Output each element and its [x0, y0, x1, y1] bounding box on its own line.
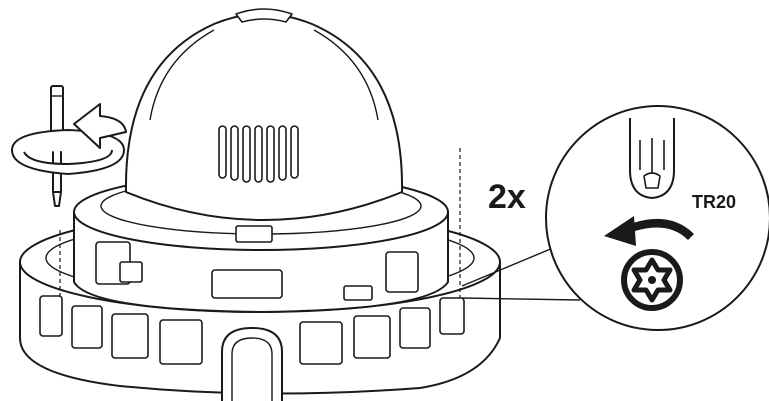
- cable-conduit-inner: [231, 337, 273, 401]
- base-ring-panels: [39, 295, 465, 365]
- callout-circle: [545, 105, 769, 331]
- dome-seam-right: [313, 29, 379, 121]
- housing-details: [95, 225, 419, 301]
- screw-count-label: 2x: [488, 178, 526, 216]
- dome-vent-slots: [218, 125, 299, 183]
- cable-conduit: [221, 327, 283, 401]
- dome-seam-left: [149, 29, 215, 121]
- dome-camera-assembly: [19, 8, 501, 401]
- torx-tamper-screw-head-icon: [621, 249, 683, 311]
- alignment-guides: [59, 148, 461, 300]
- bit-size-label: TR20: [692, 192, 736, 212]
- rotation-arrow-icon: [11, 103, 127, 175]
- counterclockwise-arrow-icon: [604, 216, 694, 246]
- torx-bit-icon: [629, 118, 675, 199]
- dome-top-cap: [235, 8, 293, 23]
- camera-dome: [124, 13, 404, 221]
